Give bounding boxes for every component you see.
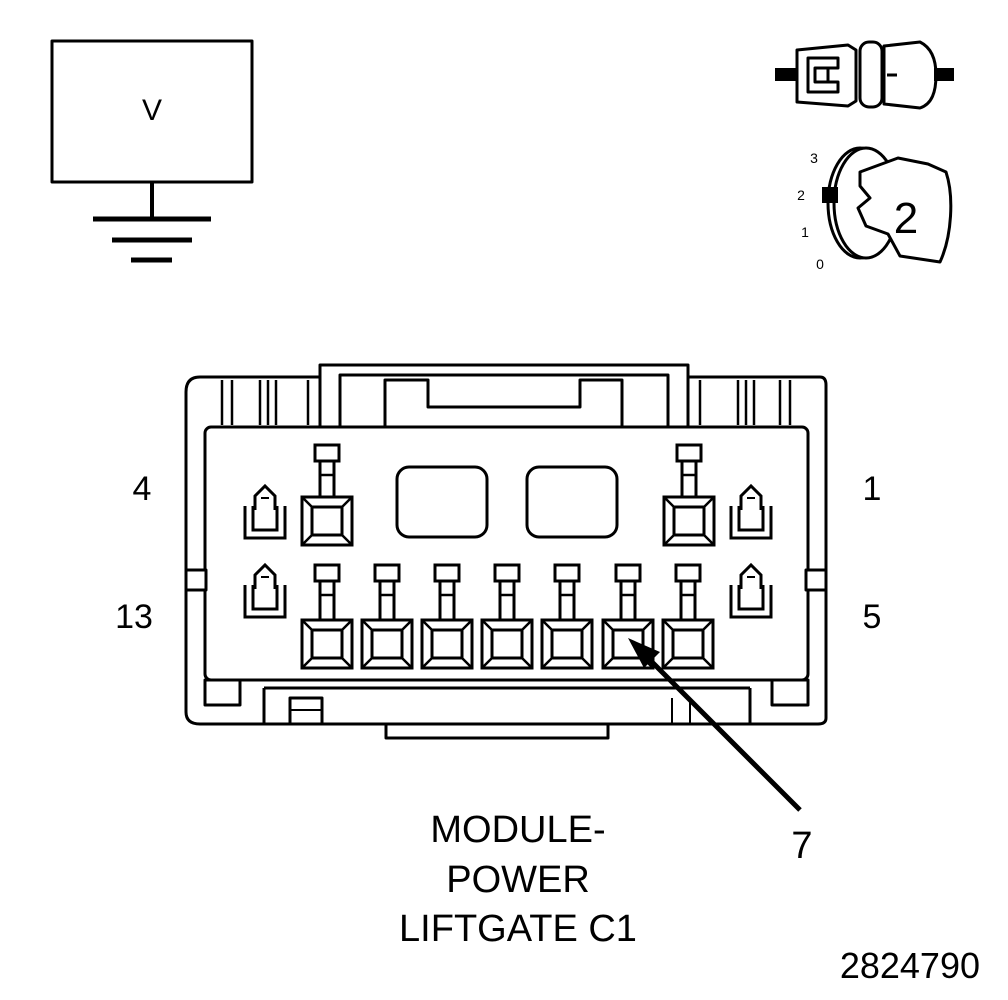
terminal-bottom-4 [480, 563, 534, 670]
figure-number: 2824790 [840, 945, 980, 986]
voltmeter-symbol: V [50, 39, 254, 263]
ignition-position-3: 3 [810, 150, 818, 166]
terminal-bottom-3 [420, 563, 474, 670]
pin-label-4: 4 [133, 470, 152, 508]
rib-lines-right [698, 380, 792, 425]
terminal-cavities [300, 443, 716, 670]
connector-body [184, 363, 828, 740]
callout-pin-label: 7 [791, 825, 812, 867]
ignition-position-2: 2 [797, 187, 805, 203]
terminal-bottom-1 [300, 563, 354, 670]
terminal-top-right [662, 443, 716, 547]
ignition-position-0: 0 [816, 256, 824, 272]
callout-arrow [628, 638, 802, 812]
pin-label-1: 1 [863, 470, 882, 508]
pin-label-5: 5 [863, 598, 882, 636]
terminal-top-left [300, 443, 354, 547]
clip-right-bottom [729, 562, 773, 619]
terminal-bottom-6 [601, 563, 655, 670]
ground-icon [93, 216, 211, 263]
terminal-bottom-5 [540, 563, 594, 670]
caption-line-1: MODULE- [430, 809, 605, 851]
terminal-bottom-7 [661, 563, 715, 670]
voltmeter-label: V [142, 94, 162, 127]
ignition-key-icon: 3 2 1 0 2 [797, 146, 953, 272]
caption-line-2: POWER [446, 859, 590, 901]
connector-disconnect-icon [775, 40, 954, 110]
pin-label-13: 13 [115, 598, 153, 636]
rib-lines-left [220, 380, 310, 425]
ignition-position-1: 1 [801, 224, 809, 240]
caption-line-3: LIFTGATE C1 [399, 908, 637, 950]
clip-right-top [729, 483, 773, 540]
terminal-bottom-2 [360, 563, 414, 670]
clip-left-bottom [243, 562, 287, 619]
clip-left-top [243, 483, 287, 540]
retainer-clips [243, 483, 773, 619]
ignition-key-number: 2 [894, 194, 918, 243]
